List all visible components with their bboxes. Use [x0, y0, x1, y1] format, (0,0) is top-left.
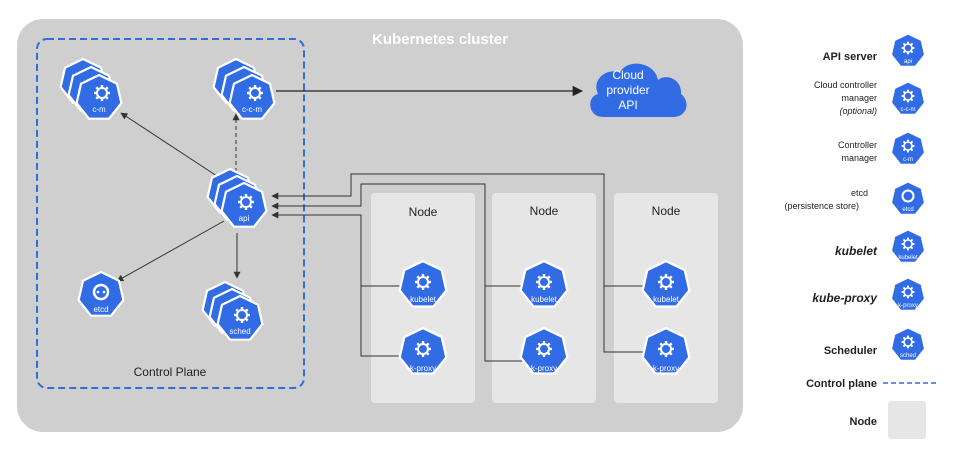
legend-ccm-line2: manager: [841, 93, 877, 103]
legend-sched-badge: sched: [900, 353, 916, 359]
legend-etcd-line2: (persistence store): [784, 201, 859, 211]
legend-ccm-line3: (optional): [839, 106, 877, 116]
api-server-icon: api: [206, 167, 268, 228]
edge-node2-to-api: [271, 183, 528, 287]
edge-node2-kproxy-link: [484, 286, 528, 362]
node2-kubelet-icon: kubelet: [519, 259, 569, 308]
node-title-2: Node: [530, 204, 559, 218]
node2-kproxy-label: k-proxy: [531, 364, 557, 373]
legend-kubelet-badge: kubelet: [898, 255, 918, 261]
node-title-1: Node: [409, 205, 438, 219]
node1-kubelet-label: kubelet: [410, 295, 437, 304]
etcd-icon: etcd: [77, 270, 125, 317]
node1-kproxy-icon: k-proxy: [398, 326, 448, 375]
edge-node1-kproxy-link: [360, 286, 408, 357]
cloud-label-line1: Cloud: [612, 68, 643, 82]
edge-node1-to-api: [271, 211, 408, 287]
edge-api-to-etcd: [116, 220, 225, 282]
scheduler-icon: sched: [201, 280, 264, 341]
node2-kubelet-label: kubelet: [531, 295, 558, 304]
node3-kproxy-label: k-proxy: [653, 364, 679, 373]
cluster-title: Kubernetes cluster: [372, 31, 508, 48]
legend: API server api Cloud controller manager …: [784, 32, 936, 439]
cm-badge-label: c-m: [92, 105, 106, 114]
legend-kubelet-label: kubelet: [835, 244, 878, 258]
node3-kproxy-icon: k-proxy: [641, 326, 691, 375]
node2-kproxy-icon: k-proxy: [519, 326, 569, 375]
legend-etcd-badge: etcd: [902, 207, 913, 213]
legend-control-plane-label: Control plane: [806, 378, 877, 390]
legend-kube-proxy-label: kube-proxy: [812, 291, 878, 305]
legend-kproxy-badge: k-proxy: [898, 303, 918, 309]
control-plane-box: [36, 38, 305, 389]
legend-node-label: Node: [850, 416, 878, 428]
cloud-label-line2: provider: [606, 83, 649, 97]
etcd-badge-label: etcd: [93, 305, 108, 314]
node3-kubelet-icon: kubelet: [641, 259, 691, 308]
legend-ccm-line1: Cloud controller: [814, 80, 877, 90]
legend-node-swatch: [888, 401, 926, 439]
legend-etcd-line1: etcd: [851, 188, 868, 198]
legend-api-server-label: API server: [823, 51, 878, 63]
node1-kproxy-label: k-proxy: [410, 364, 436, 373]
node1-kubelet-icon: kubelet: [398, 259, 448, 308]
edge-api-to-cm: [120, 112, 224, 181]
connections: [116, 85, 650, 362]
api-badge-label: api: [239, 214, 250, 223]
edge-node3-to-api: [271, 173, 650, 287]
legend-api-badge: api: [904, 59, 912, 65]
legend-cm-badge: c-m: [903, 157, 913, 163]
node3-kubelet-label: kubelet: [653, 295, 680, 304]
legend-cm-line1: Controller: [838, 140, 877, 150]
ccm-badge-label: c-c-m: [242, 105, 262, 114]
control-plane-label: Control Plane: [134, 365, 207, 379]
controller-manager-icon: c-m: [59, 57, 123, 120]
legend-cm-line2: manager: [841, 153, 877, 163]
cloud-controller-manager-icon: c-c-m: [212, 57, 276, 120]
cloud-label-line3: API: [618, 98, 637, 112]
edge-node3-kproxy-link: [603, 286, 650, 353]
legend-ccm-badge: c-c-m: [901, 107, 916, 113]
cloud-provider-icon: Cloud provider API: [590, 63, 687, 117]
node-title-3: Node: [652, 204, 681, 218]
sched-badge-label: sched: [229, 327, 250, 336]
legend-scheduler-label: Scheduler: [824, 345, 878, 357]
